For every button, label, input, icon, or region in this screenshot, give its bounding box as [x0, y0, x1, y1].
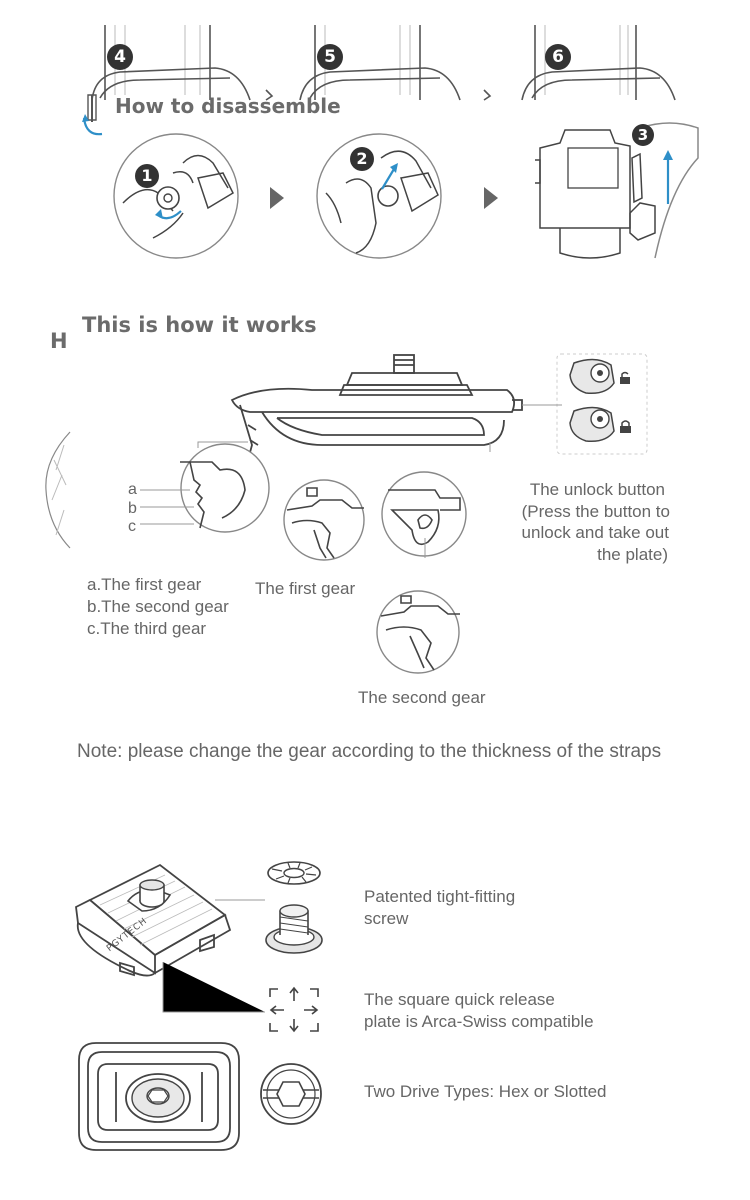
drive-type-icon: [260, 1063, 322, 1125]
unlock-label-line2: (Press the button to: [521, 502, 670, 521]
arca-swiss-compat-icon: [269, 986, 319, 1033]
gear-letter-a: a: [128, 481, 137, 498]
strap-illustration-4: [91, 25, 676, 101]
plate-bottom-view-illustration: [78, 1042, 240, 1151]
clip-body-illustration: [230, 354, 523, 469]
plate-screw-connectors: [162, 899, 265, 1013]
disassemble-title: How to disassemble: [115, 94, 341, 118]
step-badge-5: 5: [317, 44, 343, 70]
screw-label-line1: Patented tight-fitting: [364, 887, 516, 906]
disassemble-step-badge-1: 1: [135, 164, 159, 188]
screw-label-line2: screw: [364, 909, 409, 928]
disassemble-step-badge-3: 3: [632, 124, 654, 146]
quick-release-plate-illustration: [75, 863, 232, 977]
lock-connector-line: [522, 404, 562, 406]
disassemble-step1-illustration: [113, 133, 239, 259]
unlock-label-line4: the plate): [597, 545, 668, 564]
first-gear-circle: [283, 479, 365, 561]
locked-padlock-icon: [620, 420, 631, 433]
square-label-line1: The square quick release: [364, 990, 555, 1009]
unlock-label-line3: unlock and take out: [521, 523, 669, 542]
screw-washer-illustration: [265, 861, 323, 954]
gear-note: Note: please change the gear according t…: [77, 741, 662, 762]
gear-letter-c: c: [128, 518, 136, 535]
gear-list-b: b.The second gear: [87, 597, 229, 616]
step-badge-6: 6: [545, 44, 571, 70]
unlock-connectors: [424, 442, 491, 558]
disassemble-step2-illustration: [316, 133, 442, 259]
gear-detail-circle: [140, 441, 270, 533]
lock-state-panel: [556, 353, 648, 455]
gear-list-a: a.The first gear: [87, 575, 202, 594]
section-letter: H: [50, 329, 68, 353]
unlocked-padlock-icon: [620, 371, 630, 384]
second-gear-circle: [376, 590, 460, 674]
gear-letter-b: b: [128, 500, 137, 517]
strap-texture-partial-circle: [45, 431, 71, 549]
second-gear-label: The second gear: [358, 688, 486, 707]
rotate-arrow-icon: [82, 94, 103, 136]
step-badge-4: 4: [107, 44, 133, 70]
unlock-label-line1: The unlock button: [529, 480, 665, 499]
next-arrow-icon-2: [484, 187, 498, 209]
gear-list-c: c.The third gear: [87, 619, 207, 638]
works-title: This is how it works: [82, 313, 317, 337]
first-gear-label: The first gear: [255, 579, 356, 598]
disassemble-step-badge-2: 2: [350, 147, 374, 171]
disassemble-step3-camera-illustration: [535, 122, 699, 259]
square-label-line2: plate is Arca-Swiss compatible: [364, 1012, 594, 1031]
next-arrow-icon: [270, 187, 284, 209]
unlock-button-circle: [381, 471, 467, 557]
drive-type-label: Two Drive Types: Hex or Slotted: [364, 1082, 607, 1101]
